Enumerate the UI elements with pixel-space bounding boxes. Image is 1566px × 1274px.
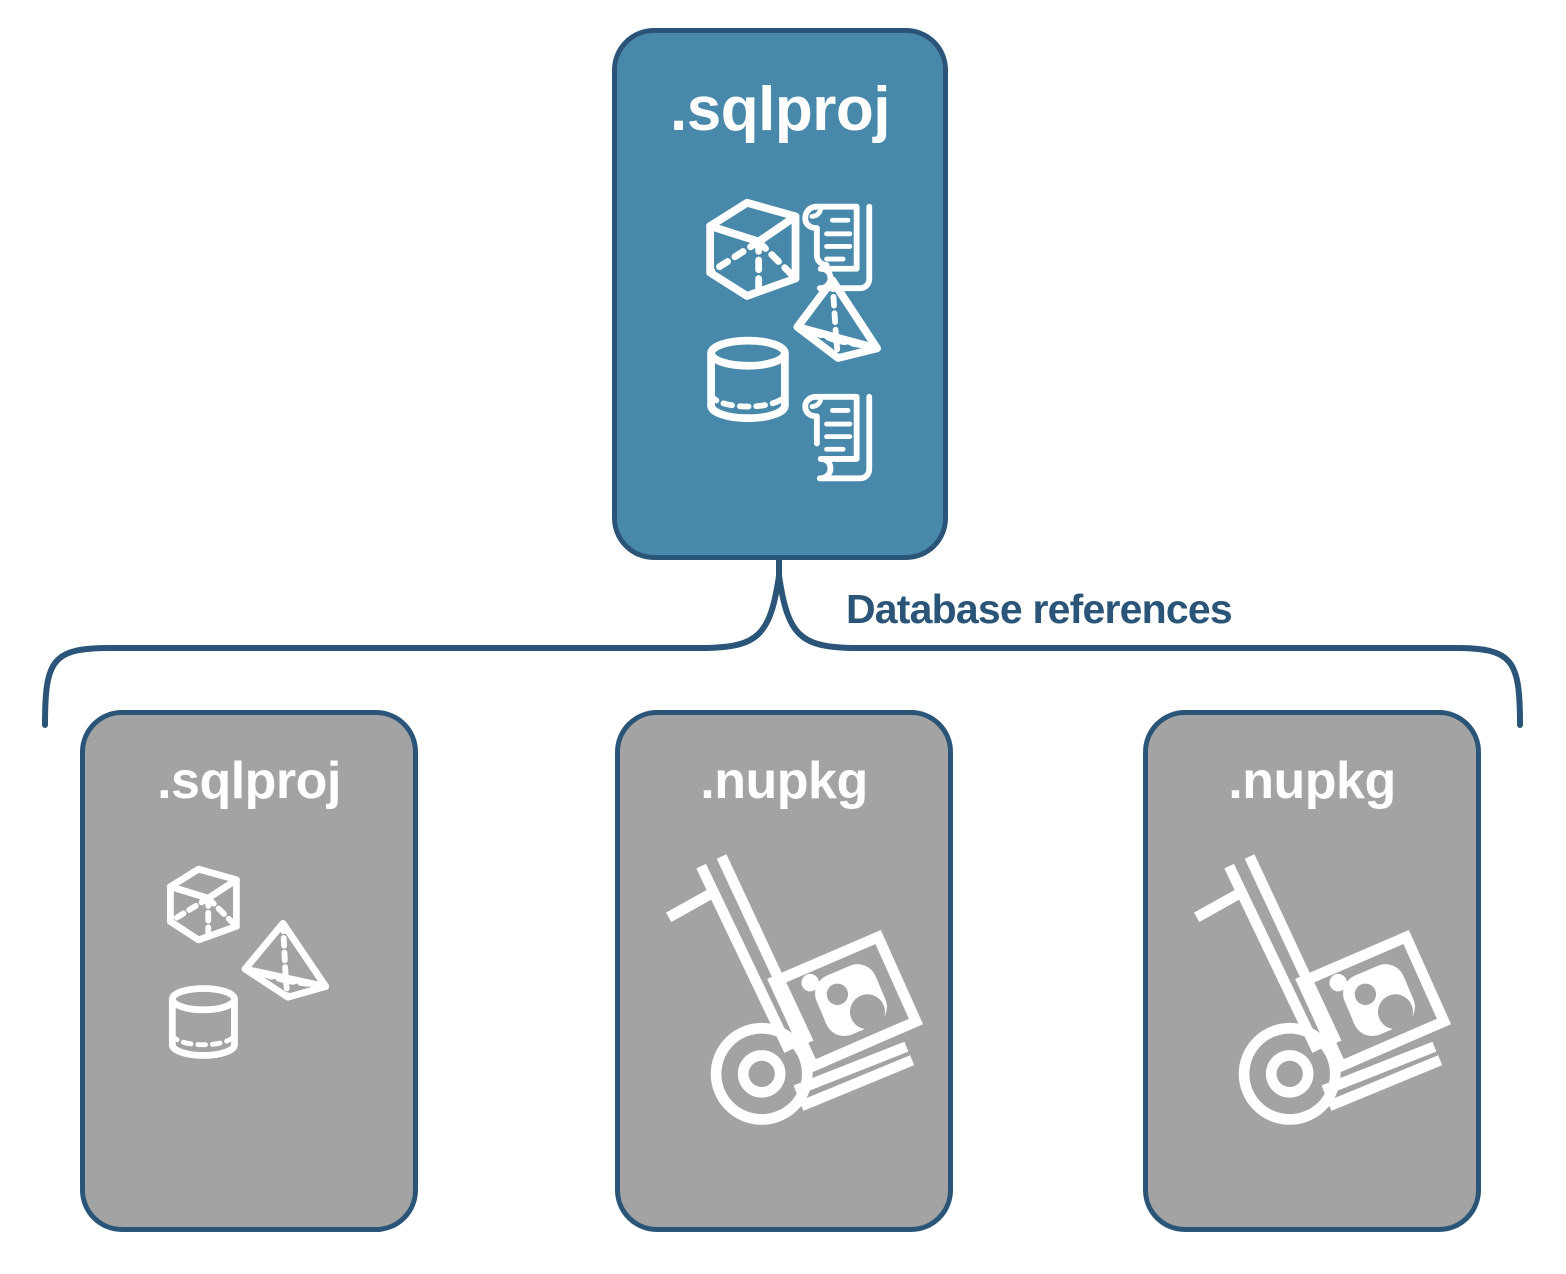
node-reference-nupkg-1-label: .nupkg [700, 752, 868, 810]
nuget-package-icon [1295, 930, 1452, 1074]
pyramid-icon [241, 920, 330, 1001]
hand-truck-icon [1194, 854, 1452, 1125]
hand-truck-icon [666, 854, 924, 1125]
cylinder-icon [168, 985, 238, 1059]
bracket-path [42, 573, 1523, 728]
node-root-sqlproj-label: .sqlproj [670, 75, 890, 144]
cube-icon [167, 865, 240, 944]
node-root-sqlproj[interactable]: .sqlproj [612, 28, 948, 560]
node-reference-sqlproj-label: .sqlproj [157, 752, 341, 810]
wheel-icon [710, 1022, 813, 1125]
connector-label-database-references: Database references [846, 586, 1233, 632]
node-reference-nupkg-2-label: .nupkg [1228, 752, 1396, 810]
pyramid-icon [793, 276, 881, 362]
node-reference-sqlproj[interactable]: .sqlproj [80, 710, 418, 1232]
wheel-icon [1238, 1022, 1341, 1125]
nuget-package-icon [767, 930, 924, 1074]
scroll-icon [802, 203, 873, 292]
scroll-icon [802, 393, 873, 482]
node-reference-nupkg-1[interactable]: .nupkg [615, 710, 953, 1232]
cylinder-icon [707, 336, 789, 423]
node-reference-nupkg-2[interactable]: .nupkg [1143, 710, 1481, 1232]
cube-icon [706, 198, 800, 300]
